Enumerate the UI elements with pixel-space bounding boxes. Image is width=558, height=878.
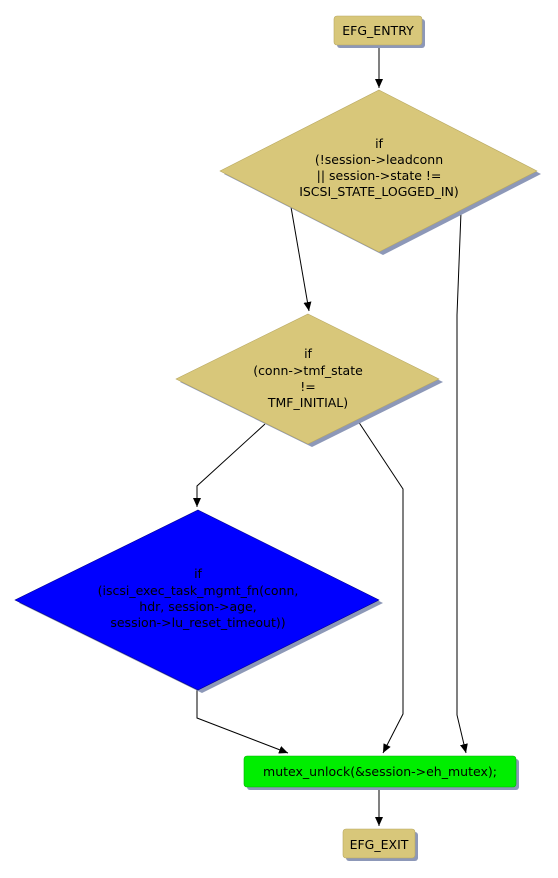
- decision-2-diamond: [175, 313, 440, 445]
- exit-box: [342, 828, 416, 859]
- decision-3-line-4: session->lu_reset_timeout)): [110, 615, 285, 630]
- decision-1-line-3: || session->state !=: [317, 168, 442, 183]
- decision-2-line-2: (conn->tmf_state: [253, 363, 363, 378]
- decision-2-line-4: TMF_INITIAL): [267, 395, 348, 410]
- decision-node-1: if (!session->leadconn || session->state…: [219, 89, 541, 255]
- unlock-label: mutex_unlock(&session->eh_mutex);: [263, 764, 497, 779]
- decision-1-line-2: (!session->leadconn: [315, 152, 443, 167]
- edges: [193, 46, 468, 826]
- edge-cond1-to-cond2: [290, 206, 312, 312]
- entry-node: EFG_ENTRY: [333, 15, 425, 48]
- edge-cond3-to-unlock: [196, 690, 289, 754]
- entry-label: EFG_ENTRY: [342, 23, 414, 38]
- decision-3-diamond: [14, 509, 380, 691]
- exit-label: EFG_EXIT: [350, 837, 409, 852]
- edge-cond2-to-cond3: [193, 423, 266, 507]
- edge-cond1-to-unlock: [456, 211, 468, 754]
- unlock-box: [243, 755, 517, 788]
- decision-2-line-1: if: [304, 346, 312, 361]
- exit-node: EFG_EXIT: [342, 828, 418, 861]
- decision-node-3: if (iscsi_exec_task_mgmt_fn(conn, hdr, s…: [14, 509, 383, 693]
- decision-2-line-3: !=: [300, 379, 316, 394]
- decision-1-line-4: ISCSI_STATE_LOGGED_IN): [299, 184, 459, 199]
- decision-1-diamond: [219, 89, 538, 253]
- decision-3-line-3: hdr, session->age,: [139, 599, 256, 614]
- decision-node-2: if (conn->tmf_state != TMF_INITIAL): [175, 313, 443, 447]
- decision-3-line-2: (iscsi_exec_task_mgmt_fn(conn,: [98, 583, 299, 598]
- edge-cond2-to-unlock: [357, 420, 404, 754]
- entry-box: [333, 15, 423, 46]
- decision-1-line-1: if: [375, 136, 383, 151]
- unlock-node: mutex_unlock(&session->eh_mutex);: [243, 755, 519, 790]
- decision-3-line-1: if: [194, 566, 202, 581]
